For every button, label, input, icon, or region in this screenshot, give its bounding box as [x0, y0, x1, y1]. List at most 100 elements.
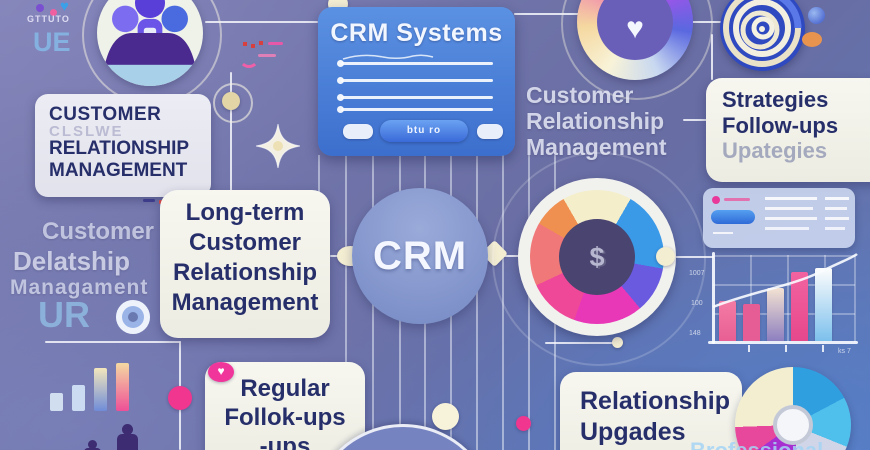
ghost-text-line: Customer	[42, 218, 155, 245]
donut-chart	[735, 367, 851, 450]
spiral-icon-svg	[723, 0, 802, 67]
node-dot	[656, 247, 675, 266]
ghost-line: CLSLWE	[49, 123, 124, 140]
list-line	[825, 227, 845, 230]
people-silhouette-icon	[84, 448, 101, 450]
list-blue-pill	[711, 210, 755, 224]
box-line: -ups	[259, 433, 311, 450]
list-line	[825, 207, 847, 210]
x-axis-label: ks 7	[838, 348, 851, 355]
donut-hole	[773, 405, 813, 445]
card-main-button: btu ro	[380, 120, 468, 142]
form-line	[337, 106, 493, 113]
chart-bar	[50, 393, 63, 411]
y-axis-label: 1007	[689, 270, 705, 277]
crm-center-circle: CRM	[352, 188, 488, 324]
box-line: Regular	[240, 375, 330, 402]
mini-list-card	[703, 188, 855, 248]
node-ring	[213, 83, 253, 123]
connector-line	[318, 155, 320, 193]
chart-bar	[116, 363, 129, 411]
form-line	[337, 60, 493, 67]
dollar-symbol: $	[589, 241, 605, 272]
connector-line	[45, 341, 181, 343]
ring-icon	[116, 300, 150, 334]
chart-bar	[815, 268, 832, 341]
node-dot	[432, 403, 459, 430]
gridline	[854, 255, 856, 342]
heart-icon: ♥	[60, 0, 69, 15]
connector-line	[345, 155, 347, 450]
box-line: Upgades	[580, 418, 686, 446]
list-line	[765, 227, 809, 230]
box-line: Relationship	[172, 259, 317, 286]
heart-glyph: ♥	[626, 12, 644, 45]
list-line	[825, 217, 849, 220]
box-line: Follow-ups	[722, 113, 839, 138]
box-line: MANAGEMENT	[49, 160, 188, 181]
card-small-button-right	[477, 124, 503, 139]
y-axis-label: 100	[691, 300, 703, 307]
ghost-scribble-text: GTTUTO	[27, 14, 70, 24]
form-line	[337, 77, 493, 84]
pink-dash	[258, 54, 276, 57]
gridline	[787, 255, 789, 342]
ghost-letters-ue: UE	[33, 27, 71, 57]
crm-systems-card: CRM Systems btu ro	[318, 7, 515, 156]
red-speck	[251, 44, 255, 48]
center-crm-line: Customer	[526, 82, 634, 108]
connector-line	[514, 13, 580, 15]
people-silhouette-icon	[117, 434, 138, 450]
x-axis	[708, 341, 858, 344]
navy-dash	[143, 199, 155, 202]
y-axis	[712, 252, 715, 344]
people-team-icon-svg	[104, 0, 196, 86]
growth-curve	[712, 253, 858, 309]
box-line: Management	[171, 289, 319, 316]
people-team-icon	[97, 0, 203, 86]
bottom-ghost-text: Brofessional	[690, 438, 823, 450]
spiral-target-icon	[720, 0, 805, 71]
list-pink-dot	[712, 196, 720, 204]
people-silhouette-icon	[122, 424, 133, 435]
pink-node-dot	[168, 386, 192, 410]
connector-line	[476, 155, 478, 450]
sparkle-star-icon	[256, 124, 300, 168]
pie-orbit-ring	[492, 152, 706, 366]
red-speck	[243, 42, 247, 46]
strategies-box: Strategies Follow-ups Upategies	[706, 78, 870, 182]
pie-center: $	[559, 219, 635, 295]
chart-bar	[791, 272, 808, 341]
box-line: RELATIONSHIP	[49, 138, 190, 159]
chart-bar	[743, 304, 760, 341]
pink-dash	[268, 42, 283, 45]
customer-relationship-box: CUSTOMER CLSLWE RELATIONSHIP MANAGEMENT	[35, 94, 211, 197]
axis-tick	[748, 345, 750, 352]
longterm-box: Long-term Customer Relationship Manageme…	[160, 190, 330, 338]
axis-tick	[822, 345, 824, 352]
node-dot	[222, 92, 240, 110]
axis-tick	[785, 345, 787, 352]
list-line	[825, 197, 849, 200]
relationship-upgrades-box: Relationship Upgades	[560, 372, 742, 450]
list-line	[713, 232, 733, 234]
pink-scribble-arc	[239, 48, 259, 68]
ghost-text-line: Managament	[10, 276, 149, 299]
ring-icon-center	[128, 312, 138, 322]
gridline	[713, 255, 855, 257]
card-small-button-left	[343, 124, 373, 139]
orange-dot	[802, 32, 822, 47]
crm-card-title: CRM Systems	[330, 19, 503, 47]
chart-bar	[719, 301, 736, 341]
pink-dot	[50, 9, 57, 16]
dollar-pie-chart: $	[518, 178, 676, 336]
people-silhouette-icon	[88, 440, 97, 449]
box-line: Customer	[188, 229, 302, 256]
connector-line	[205, 21, 318, 23]
ghost-line: Upategies	[722, 138, 828, 163]
list-line	[765, 207, 813, 210]
connector-line	[683, 119, 719, 121]
list-line	[765, 217, 817, 220]
scribble-line	[342, 54, 434, 60]
